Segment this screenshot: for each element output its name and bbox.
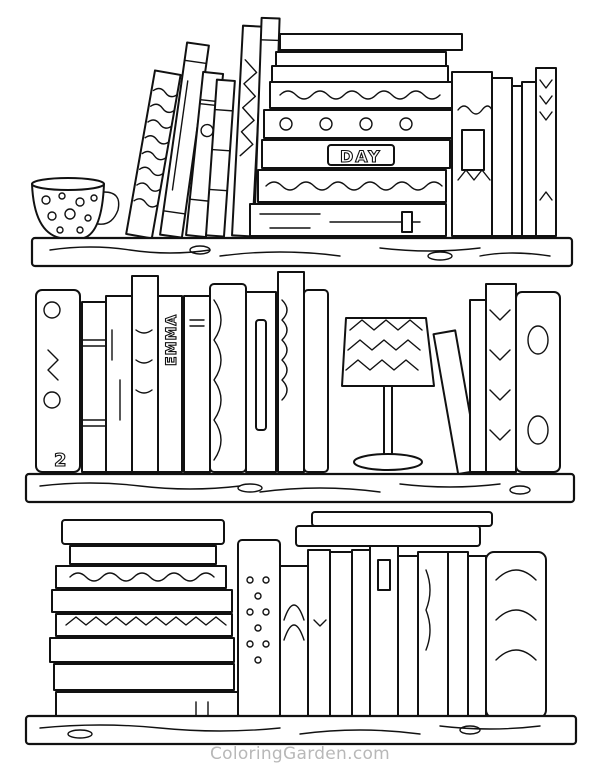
top-book-stack: DAY	[249, 33, 463, 237]
top-right-books	[451, 67, 557, 237]
book-title-day: DAY	[340, 147, 382, 166]
site-watermark: ColoringGarden.com	[209, 744, 391, 764]
bottom-left-stack	[49, 519, 239, 727]
teacup	[31, 177, 120, 239]
bottom-shelf-group	[24, 511, 578, 746]
middle-shelf	[24, 472, 576, 504]
book-volume-2: 2	[54, 450, 67, 471]
middle-shelf-group: 2 EMMA	[24, 271, 576, 504]
book-title-emma: EMMA	[164, 314, 180, 366]
table-lamp	[341, 317, 435, 471]
top-shelf	[30, 236, 574, 268]
middle-right-books	[432, 283, 561, 476]
middle-left-books: 2 EMMA	[35, 271, 329, 473]
bottom-upright-books	[237, 511, 547, 719]
bottom-shelf	[24, 714, 578, 746]
top-shelf-group: DAY	[30, 16, 574, 268]
